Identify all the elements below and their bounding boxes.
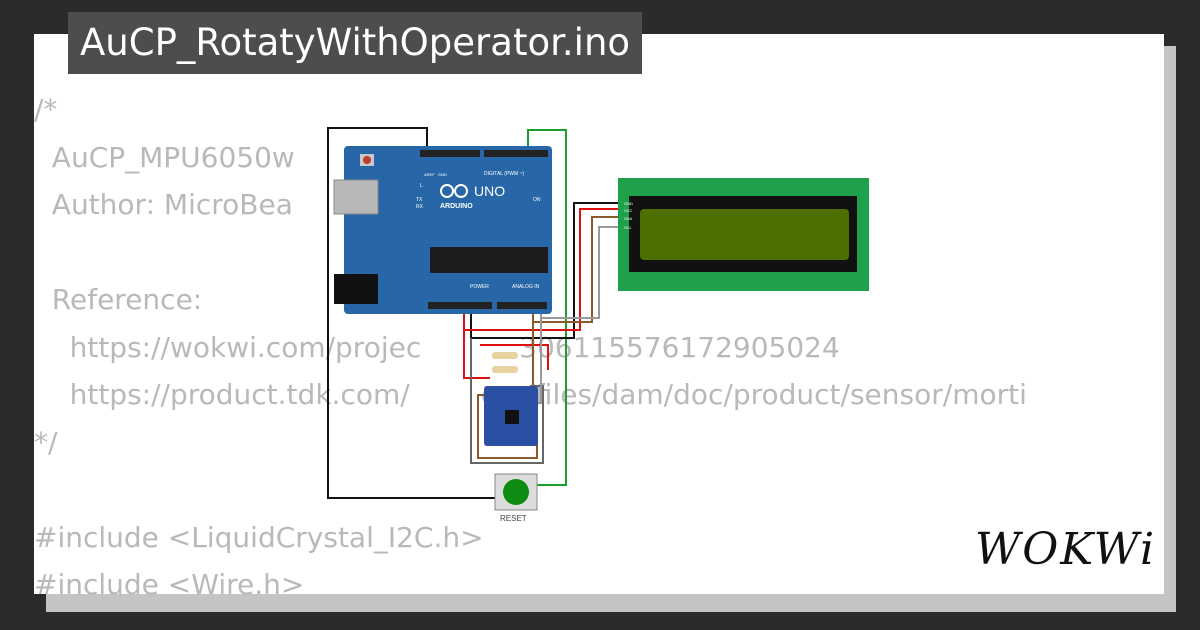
lcd-pins: GND VCC SDA SCL bbox=[624, 201, 633, 230]
tx-label: TX bbox=[416, 197, 423, 203]
power-jack bbox=[334, 274, 378, 304]
button-cap bbox=[503, 479, 529, 505]
pullup-resistors[interactable] bbox=[492, 352, 518, 373]
lcd-pin-vcc: VCC bbox=[624, 208, 633, 213]
wire-lcd-gnd bbox=[470, 202, 622, 339]
header-digital-left bbox=[420, 150, 480, 157]
on-label: ON bbox=[533, 197, 541, 203]
mcu-chip bbox=[430, 247, 548, 273]
resistor-1 bbox=[492, 352, 518, 359]
reset-switch-cap bbox=[363, 156, 371, 164]
reset-button-component[interactable]: RESET bbox=[494, 473, 538, 523]
page-title: AuCP_RotatyWithOperator.ino bbox=[68, 12, 643, 74]
lcd-1602[interactable]: GND VCC SDA SCL bbox=[618, 178, 869, 291]
lcd-pin-gnd: GND bbox=[624, 201, 633, 206]
rx-label: RX bbox=[416, 204, 424, 210]
wire-black-top bbox=[327, 127, 495, 499]
arduino-uno[interactable]: DIGITAL (PWM ~) AREF GND L TX RX UNO ARD… bbox=[333, 146, 552, 314]
power-label: POWER bbox=[470, 284, 489, 290]
wire-pullup-red bbox=[480, 344, 549, 370]
analog-label: ANALOG IN bbox=[512, 284, 540, 290]
sensor-chip bbox=[505, 410, 519, 424]
mpu6050-sensor[interactable] bbox=[484, 386, 538, 446]
wire-lcd-scl bbox=[540, 226, 622, 319]
wire-sensor-sda bbox=[525, 322, 534, 396]
code-background: /* AuCP_MPU6050w Author: MicroBea Refere… bbox=[34, 93, 1027, 601]
digital-label: DIGITAL (PWM ~) bbox=[484, 171, 524, 177]
header-power bbox=[428, 302, 492, 309]
lcd-screen bbox=[640, 209, 849, 260]
resistor-2 bbox=[492, 366, 518, 373]
wokwi-logo: WOKWi bbox=[975, 524, 1157, 575]
aref-label: AREF bbox=[424, 172, 435, 177]
arduino-logo-icon bbox=[440, 184, 468, 198]
wire-lcd-vcc bbox=[463, 208, 622, 331]
lcd-pin-sda: SDA bbox=[624, 216, 633, 221]
header-digital-right bbox=[484, 150, 548, 157]
wire-lcd-sda bbox=[532, 216, 622, 323]
model-label: UNO bbox=[474, 183, 505, 199]
wire-brown-loop bbox=[477, 394, 538, 459]
wire-green-button bbox=[527, 129, 567, 486]
usb-port bbox=[333, 179, 379, 215]
gnd-label: GND bbox=[438, 172, 447, 177]
wire-sensor-gnd bbox=[470, 338, 544, 464]
l-label: L bbox=[420, 183, 423, 189]
button-label: RESET bbox=[500, 514, 527, 523]
lcd-pin-scl: SCL bbox=[624, 225, 633, 230]
header-analog bbox=[497, 302, 547, 309]
brand-label: ARDUINO bbox=[440, 203, 473, 210]
wire-sensor-vcc bbox=[463, 330, 490, 379]
